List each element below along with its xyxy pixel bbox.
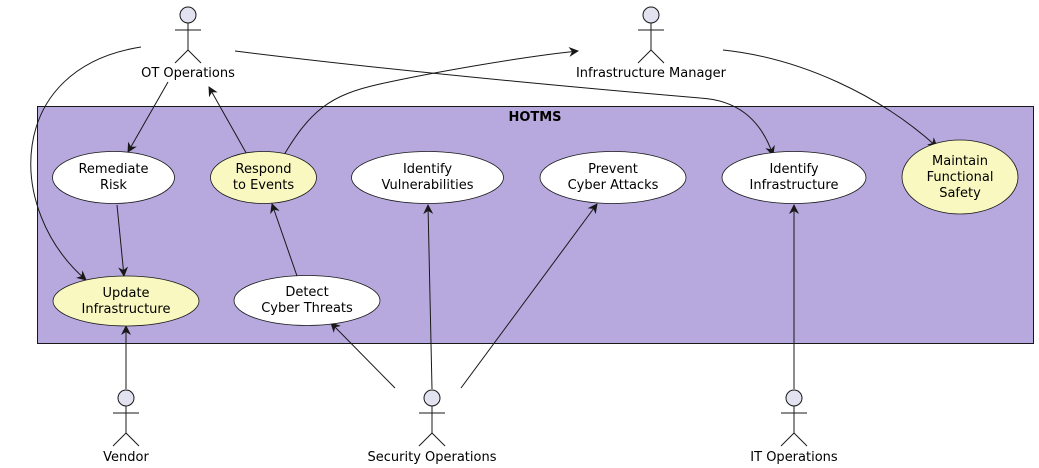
relation-detect-cyber-threats-to-respond-to-events <box>270 203 298 277</box>
usecase-label-line: Risk <box>100 178 127 193</box>
relation-respond-to-events-to-ot-operations <box>208 86 250 159</box>
system-title: HOTMS <box>508 110 561 125</box>
actor-icon <box>780 389 808 447</box>
usecase-label-line: Infrastructure <box>750 178 839 193</box>
relation-remediate-risk-to-update-infrastructure <box>116 204 129 277</box>
relation-security-operations-to-detect-cyber-threats <box>330 322 396 389</box>
relation-ot-operations-to-remediate-risk <box>127 81 169 153</box>
actor-icon <box>637 6 665 64</box>
usecase-identify-vulnerabilities[interactable]: Identify Vulnerabilities <box>351 151 504 204</box>
relation-security-operations-to-prevent-cyber-attacks <box>460 203 598 389</box>
actor-label: Vendor <box>103 450 149 465</box>
usecase-label-line: Cyber Attacks <box>568 178 659 193</box>
usecase-label-line: Identify <box>403 162 452 177</box>
usecase-label-line: Safety <box>939 186 981 201</box>
usecase-maintain-functional-safety[interactable]: Maintain Functional Safety <box>901 139 1019 215</box>
actor-icon <box>112 389 140 447</box>
usecase-label-line: Vulnerabilities <box>382 178 474 193</box>
usecase-remediate-risk[interactable]: Remediate Risk <box>52 151 175 204</box>
usecase-update-infrastructure[interactable]: Update Infrastructure <box>52 275 200 327</box>
usecase-label-line: Identify <box>769 162 818 177</box>
actor-it-operations[interactable]: IT Operations <box>750 389 838 465</box>
usecase-prevent-cyber-attacks[interactable]: Prevent Cyber Attacks <box>539 151 687 204</box>
actor-label: Security Operations <box>368 450 497 465</box>
relation-security-operations-to-identify-vulnerabilities <box>423 204 434 390</box>
relation-respond-to-events-to-infrastructure-manager <box>280 46 579 161</box>
usecase-ellipse <box>52 151 175 204</box>
usecase-label-line: Respond <box>236 162 292 177</box>
actor-icon <box>418 389 446 447</box>
relation-ot-operations-to-identify-infrastructure <box>234 50 775 156</box>
actor-label: OT Operations <box>141 66 235 81</box>
usecase-label-line: Detect <box>285 285 328 300</box>
usecase-ellipse <box>539 151 687 204</box>
usecase-ellipse <box>210 151 317 204</box>
usecase-label-line: Cyber Threats <box>261 301 353 316</box>
relation-ot-operations-to-update-infrastructure <box>30 46 142 281</box>
usecase-identify-infrastructure[interactable]: Identify Infrastructure <box>721 151 867 204</box>
usecase-label-line: Functional <box>927 170 994 185</box>
actor-security-operations[interactable]: Security Operations <box>368 389 497 465</box>
usecase-label-line: to Events <box>233 178 294 193</box>
relations <box>30 46 938 390</box>
usecase-ellipse <box>901 139 1019 215</box>
actor-ot-operations[interactable]: OT Operations <box>141 6 235 81</box>
actor-label: Infrastructure Manager <box>576 66 727 81</box>
actor-vendor[interactable]: Vendor <box>103 389 149 465</box>
system-boundary <box>37 106 1034 344</box>
actor-label: IT Operations <box>750 450 838 465</box>
usecase-label-line: Prevent <box>588 162 638 177</box>
usecase-label-line: Infrastructure <box>82 302 171 317</box>
usecase-ellipse <box>233 275 381 326</box>
usecase-ellipse <box>52 275 200 327</box>
usecase-label-line: Remediate <box>78 162 148 177</box>
usecase-respond-to-events[interactable]: Respond to Events <box>210 151 317 204</box>
usecase-label-line: Update <box>102 286 149 301</box>
usecase-detect-cyber-threats[interactable]: Detect Cyber Threats <box>233 275 381 326</box>
actor-infrastructure-manager[interactable]: Infrastructure Manager <box>576 6 727 81</box>
usecase-label-line: Maintain <box>932 154 988 169</box>
relation-infrastructure-manager-to-maintain-functional-safety <box>722 49 938 148</box>
usecase-ellipse <box>351 151 504 204</box>
actor-icon <box>174 6 202 64</box>
usecase-ellipse <box>721 151 867 204</box>
